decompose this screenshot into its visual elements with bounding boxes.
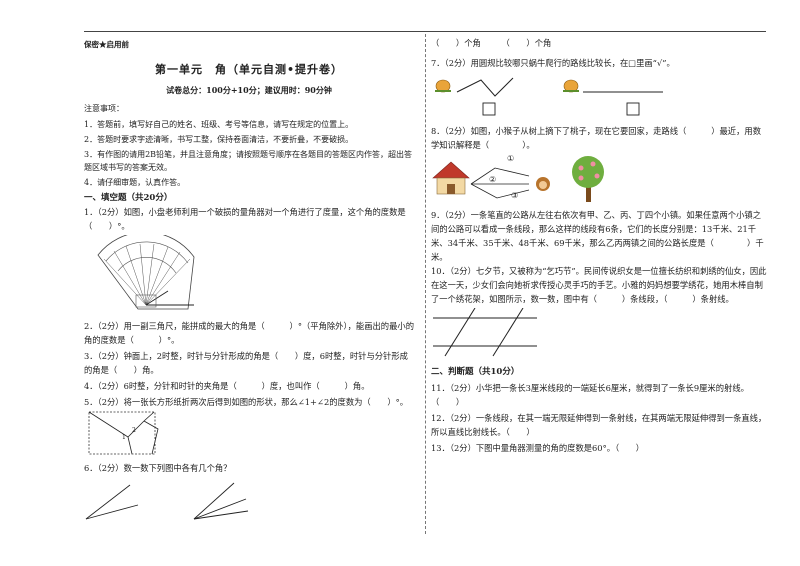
answer-box-right[interactable] (626, 102, 640, 116)
snail-left-icon (435, 79, 451, 93)
snail-right-icon (563, 79, 579, 93)
column-divider (425, 34, 426, 534)
question-2: 2．（2分）用一副三角尺，能拼成的最大的角是（ ）°（平角除外），能画出的最小的… (84, 321, 414, 345)
monkey-route-figure: ① ② ③ (431, 154, 631, 204)
answer-box-left[interactable] (482, 102, 496, 116)
monkey-route-image (432, 156, 604, 202)
notice-4: 4．请仔细审题，认真作答。 (84, 178, 186, 187)
notice-2: 2．答题时要求字迹清晰，书写工整，保持卷面清洁，不要折叠，不要破损。 (84, 135, 354, 144)
route-1-label: ① (507, 154, 515, 163)
snail-routes-image (435, 77, 663, 116)
folded-paper-image (88, 411, 159, 455)
question-8: 8．（2分）如图，小猴子从树上摘下了桃子，现在它要回家，走路线（ ）最近，用数学… (431, 126, 761, 150)
monkey-icon (536, 177, 550, 191)
question-6: 6．（2分）数一数下列图中各有几个角？ (84, 463, 232, 473)
exam-title: 第一单元 角（单元自测•提升卷） (154, 63, 344, 76)
notice-1: 1．答题前，填写好自己的姓名、班级、考号等信息，请写在规定的位置上。 (84, 120, 354, 129)
notice-3: 3．有作图的请用2B铅笔，并且注意角度；请按照题号顺序在各题目的答题区内作答，超… (84, 150, 413, 172)
question-11: 11．（2分）小华把一条长3厘米线段的一端延长6厘米，就得到了一条长9厘米的射线… (431, 383, 749, 407)
notice-title: 注意事项： (84, 104, 124, 113)
exam-info: 试卷总分：100分+10分；建议用时：90分钟 (166, 85, 332, 95)
left-column: 保密★启用前 第一单元 角（单元自测•提升卷） 试卷总分：100分+10分；建议… (84, 36, 414, 521)
angle-1-label: 1 (122, 434, 126, 441)
question-10: 10．（2分）七夕节，又被称为“乞巧节”。民间传说织女是一位擅长纺织和刺绣的仙女… (431, 266, 767, 304)
right-column: （ ）个角 （ ）个角 7．（2分）用圆规比较哪只蜗牛爬行的路线比较长，在□里画… (431, 36, 769, 455)
question-7: 7．（2分）用圆规比较哪只蜗牛爬行的路线比较长，在□里画“√”。 (431, 58, 675, 68)
question-5: 5．（2分）将一张长方形纸折两次后得到如图的形状，那么∠1+∠2的度数为（ ）°… (84, 397, 409, 407)
snail-routes-figure (431, 72, 751, 118)
folded-paper-figure: 1 2 (88, 411, 168, 455)
peach-tree-icon (572, 156, 604, 202)
header-rule (84, 31, 766, 32)
question-13: 13．（2分）下图中量角器测量的角的度数是60°。（ ） (431, 443, 645, 453)
house-icon (432, 161, 470, 195)
route-2-label: ② (489, 175, 497, 184)
question-9: 9．（2分）一条笔直的公路从左往右依次有甲、乙、丙、丁四个小镇。如果任意两个小镇… (431, 210, 764, 262)
question-4: 4．（2分）6时整，分针和时针的夹角是（ ）度，也叫作（ ）角。 (84, 381, 370, 391)
angles-figure (84, 479, 284, 521)
question-12: 12．（2分）一条线段，在其一端无限延伸得到一条射线，在其两端无限延伸得到一条直… (431, 413, 767, 437)
embroidery-frame-image (433, 308, 537, 357)
route-3-label: ③ (511, 191, 519, 200)
secret-mark: 保密★启用前 (84, 40, 129, 49)
question-1: 1．（2分）如图，小盘老师利用一个破损的量角器对一个角进行了度量，这个角的度数是… (84, 207, 406, 231)
embroidery-frame-figure (431, 308, 551, 358)
angles-drawing (85, 482, 249, 520)
section-2-title: 二、判断题（共10分） (431, 367, 520, 377)
question-3: 3．（2分）钟面上，2时整，时针与分针形成的角是（ ）度，6时整，时针与分针形成… (84, 351, 408, 375)
protractor-figure (90, 235, 414, 313)
angle-2-label: 2 (132, 427, 136, 434)
section-1-title: 一、填空题（共20分） (84, 193, 173, 203)
broken-protractor-image (97, 235, 195, 310)
question-6-answers: （ ）个角 （ ）个角 (431, 38, 552, 48)
